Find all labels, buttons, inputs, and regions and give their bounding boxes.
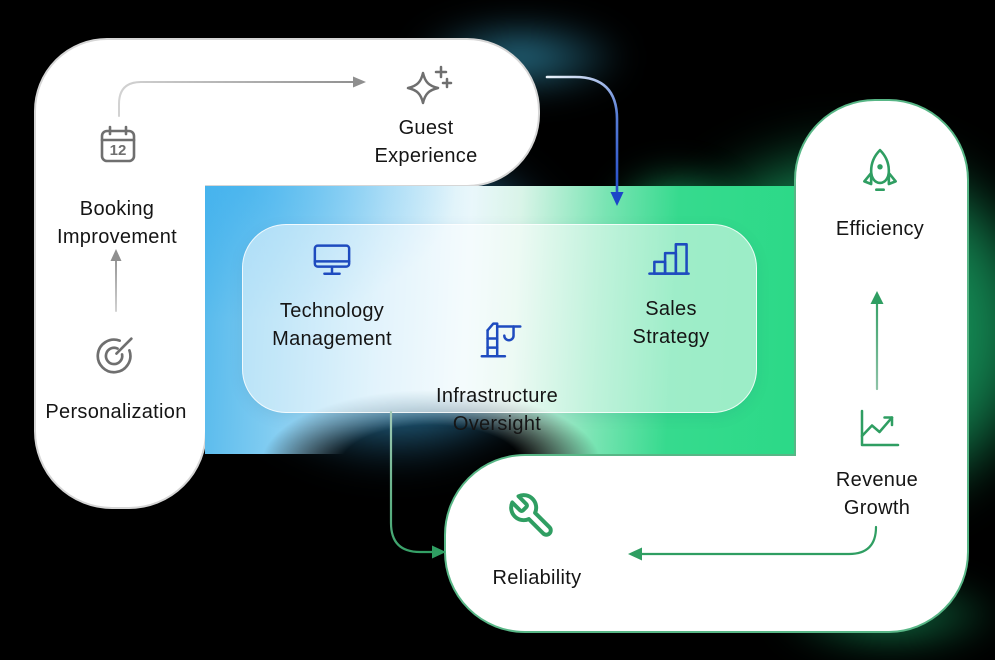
sales-strategy-line1: Sales bbox=[645, 298, 697, 320]
booking-improvement-line1: Booking bbox=[79, 198, 155, 220]
infrastructure-oversight-line2: Oversight bbox=[452, 413, 542, 435]
node-revenue-growth: Revenue Growth bbox=[836, 466, 918, 522]
calendar-icon: 12 bbox=[96, 123, 140, 167]
personalization-line1: Personalization bbox=[45, 401, 187, 423]
node-efficiency: Efficiency bbox=[836, 215, 924, 243]
wrench-icon bbox=[507, 491, 557, 541]
efficiency-line1: Efficiency bbox=[835, 218, 925, 240]
target-icon bbox=[93, 331, 139, 377]
line-chart-icon bbox=[857, 405, 903, 449]
technology-management-line1: Technology bbox=[279, 300, 385, 322]
revenue-growth-line1: Revenue bbox=[835, 469, 919, 491]
center-inner-card bbox=[242, 224, 757, 413]
bar-chart-icon bbox=[647, 237, 692, 278]
node-personalization: Personalization bbox=[45, 398, 186, 426]
node-booking-improvement: Booking Improvement bbox=[57, 195, 177, 251]
infrastructure-oversight-line1: Infrastructure bbox=[435, 385, 559, 407]
rocket-icon bbox=[855, 147, 905, 197]
node-guest-experience: Guest Experience bbox=[374, 114, 477, 170]
node-reliability: Reliability bbox=[493, 564, 582, 592]
reliability-line1: Reliability bbox=[492, 567, 582, 589]
monitor-icon bbox=[311, 239, 353, 279]
crane-icon bbox=[477, 317, 527, 361]
calendar-day-number: 12 bbox=[110, 142, 127, 159]
booking-improvement-line2: Improvement bbox=[56, 226, 178, 248]
sparkles-icon bbox=[403, 63, 453, 113]
node-technology-management: Technology Management bbox=[272, 297, 392, 353]
node-sales-strategy: Sales Strategy bbox=[633, 295, 710, 351]
technology-management-line2: Management bbox=[272, 328, 392, 350]
guest-experience-line2: Experience bbox=[374, 145, 478, 167]
revenue-growth-line2: Growth bbox=[843, 497, 911, 519]
guest-experience-line1: Guest bbox=[398, 117, 454, 139]
node-infrastructure-oversight: Infrastructure Oversight bbox=[436, 382, 558, 438]
sales-strategy-line2: Strategy bbox=[632, 326, 710, 348]
